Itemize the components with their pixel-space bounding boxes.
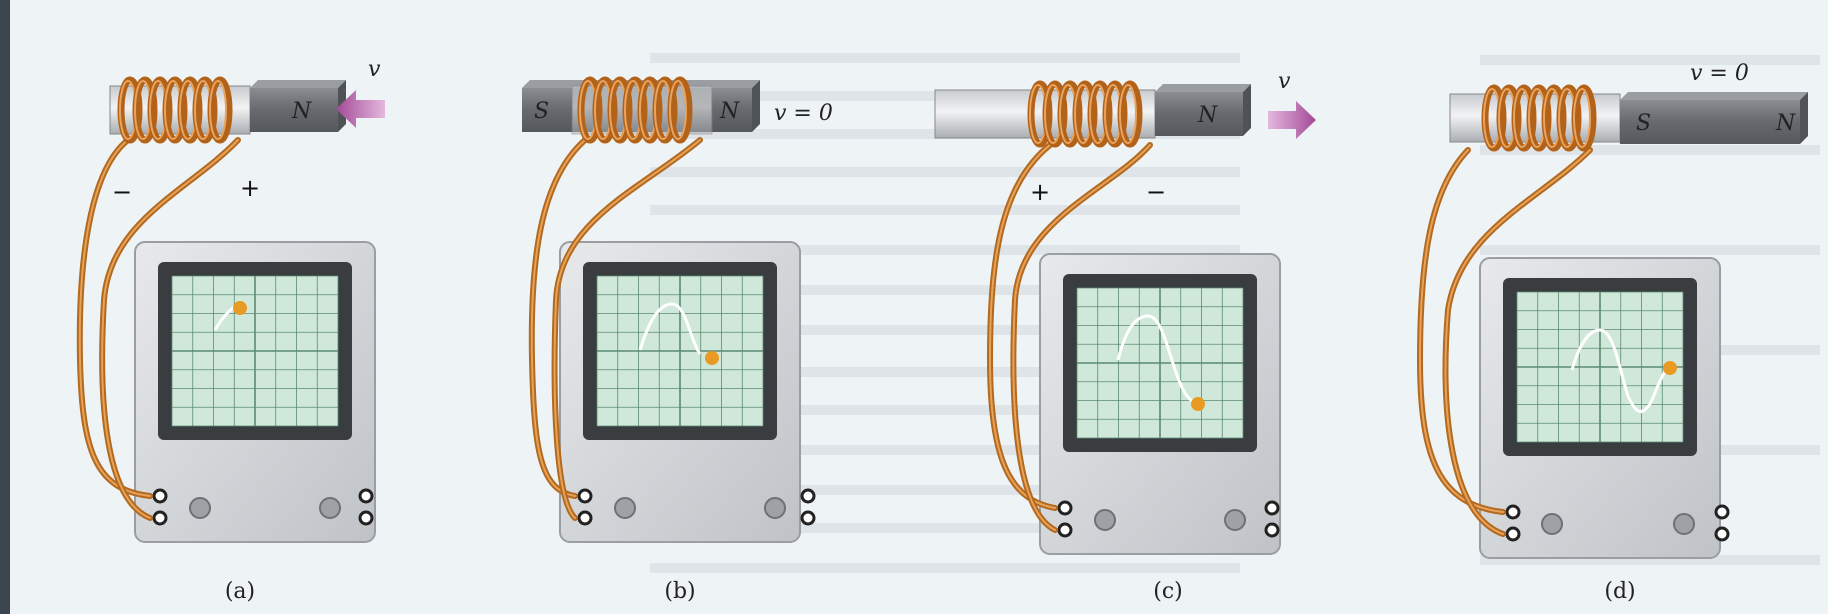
coil-windings [577, 76, 693, 144]
oscilloscope [134, 241, 376, 543]
velocity-label: v [368, 57, 381, 82]
caption-d: (d) [1604, 579, 1635, 604]
oscilloscope [1039, 253, 1281, 555]
input-jack[interactable] [1505, 526, 1521, 542]
pole-label-n: N [1775, 111, 1796, 136]
panel-d: S N v = 0 (d) [1416, 61, 1808, 604]
trace-dot [233, 301, 247, 315]
page-edge [0, 0, 10, 614]
input-jack[interactable] [152, 510, 168, 526]
knob-icon[interactable] [1541, 513, 1563, 535]
output-jack[interactable] [1264, 522, 1280, 538]
pole-label-s: S [534, 99, 549, 124]
trace-dot [1191, 397, 1205, 411]
velocity-label: v = 0 [774, 101, 833, 126]
pole-label-n: N [291, 99, 312, 124]
velocity-label: v [1278, 69, 1291, 94]
trace-dot [705, 351, 719, 365]
scope-trace [1116, 314, 1199, 406]
output-jack[interactable] [358, 510, 374, 526]
knob-icon[interactable] [189, 497, 211, 519]
input-jack[interactable] [1057, 522, 1073, 538]
input-jack[interactable] [577, 510, 593, 526]
knob-icon[interactable] [319, 497, 341, 519]
terminal-plus: + [240, 174, 260, 202]
knob-icon[interactable] [1224, 509, 1246, 531]
input-jack[interactable] [1505, 504, 1521, 520]
panel-b: S N v = 0 (b) [522, 76, 833, 604]
caption-b: (b) [664, 579, 695, 604]
knob-icon[interactable] [614, 497, 636, 519]
knob-icon[interactable] [1673, 513, 1695, 535]
pole-label-n: N [1197, 103, 1218, 128]
terminal-plus: + [1030, 178, 1050, 206]
scope-trace [638, 302, 702, 355]
oscilloscope [559, 241, 816, 543]
terminal-minus: − [112, 178, 132, 206]
panel-c: N + − v (c) [934, 69, 1316, 604]
pole-label-n: N [719, 99, 740, 124]
bar-magnet [1155, 92, 1243, 136]
trace-dot [1663, 361, 1677, 375]
output-jack[interactable] [1714, 504, 1730, 520]
input-jack[interactable] [152, 488, 168, 504]
velocity-label: v = 0 [1690, 61, 1749, 86]
oscilloscope [1479, 257, 1730, 559]
coil-windings [1027, 80, 1143, 148]
scope-trace [1570, 328, 1668, 413]
input-jack[interactable] [577, 488, 593, 504]
output-jack[interactable] [1264, 500, 1280, 516]
terminal-minus: − [1146, 178, 1166, 206]
knob-icon[interactable] [1094, 509, 1116, 531]
scope-grid [1516, 291, 1684, 443]
velocity-arrow [1268, 101, 1316, 139]
scope-grid [596, 275, 764, 427]
output-jack[interactable] [358, 488, 374, 504]
velocity-arrow [336, 90, 385, 128]
knob-icon[interactable] [764, 497, 786, 519]
input-jack[interactable] [1057, 500, 1073, 516]
scope-grid [171, 275, 339, 427]
bar-magnet [1620, 100, 1800, 144]
scope-grid [1076, 287, 1244, 439]
pole-label-s: S [1636, 111, 1651, 136]
caption-c: (c) [1153, 579, 1183, 604]
bar-magnet [250, 88, 338, 132]
coil-windings [117, 76, 233, 144]
output-jack[interactable] [1714, 526, 1730, 542]
panel-a: N − + v (a) [76, 57, 385, 604]
output-jack[interactable] [800, 488, 816, 504]
caption-a: (a) [225, 579, 255, 604]
output-jack[interactable] [800, 510, 816, 526]
coil-windings [1481, 84, 1597, 152]
